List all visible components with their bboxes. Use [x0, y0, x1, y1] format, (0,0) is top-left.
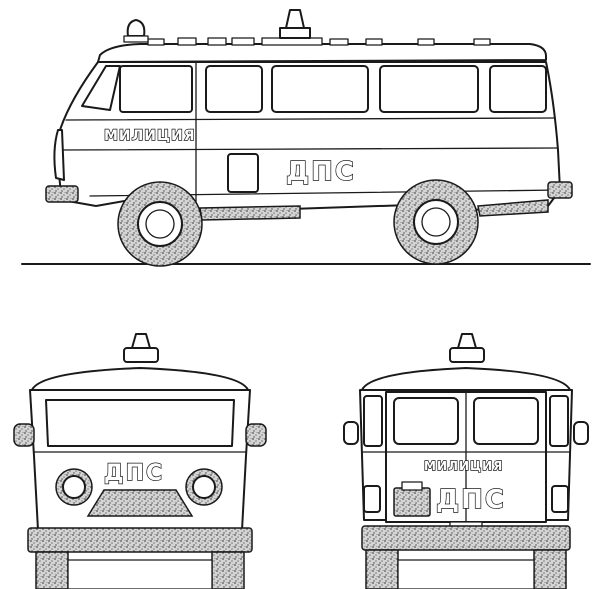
side-militsiya-label: МИЛИЦИЯ	[104, 128, 195, 144]
side-front-beacon	[123, 19, 149, 43]
rear-bumper	[361, 525, 571, 551]
rear-dps-label: ДПС	[436, 485, 506, 515]
front-dps-label: ДПС	[104, 461, 164, 486]
rear-right-door-window	[473, 397, 539, 445]
rear-right-mirror	[573, 421, 589, 445]
front-right-headlight	[185, 468, 223, 506]
side-chassis-front	[199, 205, 301, 221]
front-view: ДПС	[13, 333, 267, 589]
rear-right-side-window	[549, 395, 569, 447]
side-view: МИЛИЦИЯ ДПС	[21, 9, 591, 267]
side-dps-label: ДПС	[286, 157, 356, 187]
front-left-headlight	[55, 468, 93, 506]
rear-left-tyre	[365, 549, 399, 589]
front-beacon-light	[123, 333, 159, 363]
side-rear-wheel	[393, 179, 479, 265]
rear-roof	[361, 367, 571, 391]
side-lower-line	[61, 147, 559, 151]
side-door-window	[119, 65, 193, 113]
side-fuel-hatch	[227, 153, 259, 193]
rear-view: МИЛИЦИЯ ДПС	[343, 333, 589, 589]
side-window-3	[379, 65, 479, 113]
rear-left-door-window	[393, 397, 459, 445]
rear-left-mirror	[343, 421, 359, 445]
side-beacon-light	[279, 9, 311, 39]
side-chassis-rear	[477, 199, 549, 217]
rear-militsiya-label: МИЛИЦИЯ	[424, 459, 503, 473]
front-left-mirror	[13, 423, 35, 447]
rear-license-plate	[393, 487, 431, 517]
side-roof	[97, 43, 547, 63]
front-axle-gap	[67, 559, 213, 589]
side-window-1	[205, 65, 263, 113]
front-bumper	[27, 527, 253, 553]
front-windshield	[45, 399, 235, 447]
side-headlight	[53, 129, 65, 181]
rear-left-side-window	[363, 395, 383, 447]
side-window-2	[271, 65, 369, 113]
side-rear-bumper	[547, 181, 573, 199]
rear-right-tyre	[533, 549, 567, 589]
rear-left-taillight	[363, 485, 381, 513]
side-window-4	[489, 65, 547, 113]
rear-right-taillight	[551, 485, 569, 513]
side-front-bumper	[45, 185, 79, 203]
front-left-tyre	[35, 551, 69, 589]
side-roof-rack	[147, 37, 491, 46]
side-front-wheel	[117, 181, 203, 267]
front-right-mirror	[245, 423, 267, 447]
side-belt-line	[65, 117, 556, 121]
front-grille	[86, 489, 194, 517]
front-right-tyre	[211, 551, 245, 589]
rear-plate-light	[401, 481, 423, 491]
rear-axle-gap	[397, 559, 535, 589]
front-roof	[31, 367, 249, 391]
rear-beacon-light	[449, 333, 485, 363]
